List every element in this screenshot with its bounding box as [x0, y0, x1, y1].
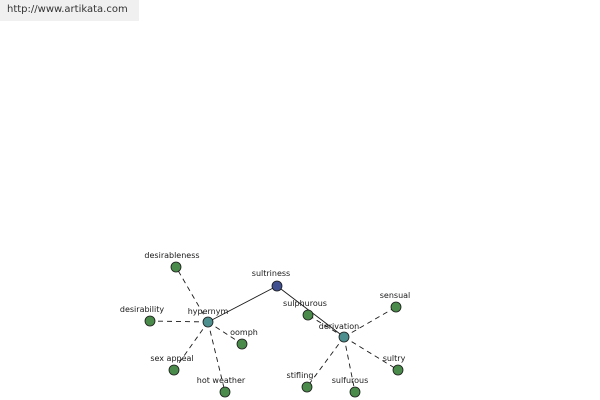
leaf-node-circle[interactable]: [302, 309, 314, 321]
leaf-node-circle[interactable]: [301, 381, 313, 393]
leaf-node-circle[interactable]: [392, 364, 404, 376]
edges-layer: [149, 266, 399, 393]
leaf-node-circle[interactable]: [219, 386, 231, 398]
leaf-node-label: sex appeal: [150, 354, 193, 363]
leaf-node-label: sulfurous: [332, 376, 369, 385]
leaf-node-stifling[interactable]: stifling: [287, 371, 314, 393]
leaf-node-sulfurous[interactable]: sulfurous: [332, 376, 369, 398]
root-node-circle[interactable]: [271, 280, 283, 292]
edge-rel-derivation-sulphurous: [307, 314, 345, 338]
leaf-node-circle[interactable]: [236, 338, 248, 350]
leaf-node-hot-weather[interactable]: hot weather: [197, 376, 246, 398]
leaf-node-sex-appeal[interactable]: sex appeal: [150, 354, 194, 376]
leaf-node-desirability[interactable]: desirability: [120, 305, 164, 327]
leaf-node-label: desirableness: [144, 251, 199, 260]
relation-node-label: derivation: [319, 322, 359, 331]
relation-node-circle[interactable]: [338, 331, 350, 343]
leaf-node-label: sultry: [383, 354, 406, 363]
leaf-node-oomph[interactable]: oomph: [230, 328, 258, 350]
source-url[interactable]: http://www.artikata.com: [0, 0, 139, 21]
leaf-node-sultry[interactable]: sultry: [383, 354, 406, 376]
leaf-node-label: oomph: [230, 328, 258, 337]
leaf-node-label: stifling: [287, 371, 314, 380]
edge-rel-derivation-sensual: [343, 306, 397, 338]
edge-rel-derivation-stifling: [306, 336, 345, 388]
leaf-node-label: sensual: [380, 291, 411, 300]
relation-node-label: hypernym: [188, 307, 229, 316]
leaf-node-sulphurous[interactable]: sulphurous: [283, 299, 327, 321]
edge-rel-hypernym-sex-appeal: [173, 321, 209, 371]
leaf-node-desirableness[interactable]: desirableness: [144, 251, 200, 273]
edge-rel-hypernym-oomph: [207, 321, 243, 345]
leaf-node-circle[interactable]: [168, 364, 180, 376]
nodes-layer: desirableness desirability sex appeal hot w…: [120, 251, 411, 398]
leaf-node-label: desirability: [120, 305, 164, 314]
root-node-root[interactable]: sultriness: [252, 269, 290, 292]
edge-rel-hypernym-desirability: [149, 320, 209, 323]
relation-node-rel-derivation[interactable]: derivation: [319, 322, 359, 343]
edge-rel-hypernym-hot-weather: [207, 321, 226, 393]
leaf-node-circle[interactable]: [144, 315, 156, 327]
edge-rel-derivation-sulfurous: [343, 336, 356, 393]
edge-root-rel-hypernym: [207, 285, 278, 323]
leaf-node-circle[interactable]: [390, 301, 402, 313]
leaf-node-circle[interactable]: [170, 261, 182, 273]
edge-rel-hypernym-desirableness: [175, 266, 209, 323]
leaf-node-circle[interactable]: [349, 386, 361, 398]
relation-node-circle[interactable]: [202, 316, 214, 328]
relation-node-rel-hypernym[interactable]: hypernym: [188, 307, 229, 328]
leaf-node-label: hot weather: [197, 376, 246, 385]
root-node-label: sultriness: [252, 269, 290, 278]
leaf-node-sensual[interactable]: sensual: [380, 291, 411, 313]
leaf-node-label: sulphurous: [283, 299, 327, 308]
edge-rel-derivation-sultry: [343, 336, 399, 371]
